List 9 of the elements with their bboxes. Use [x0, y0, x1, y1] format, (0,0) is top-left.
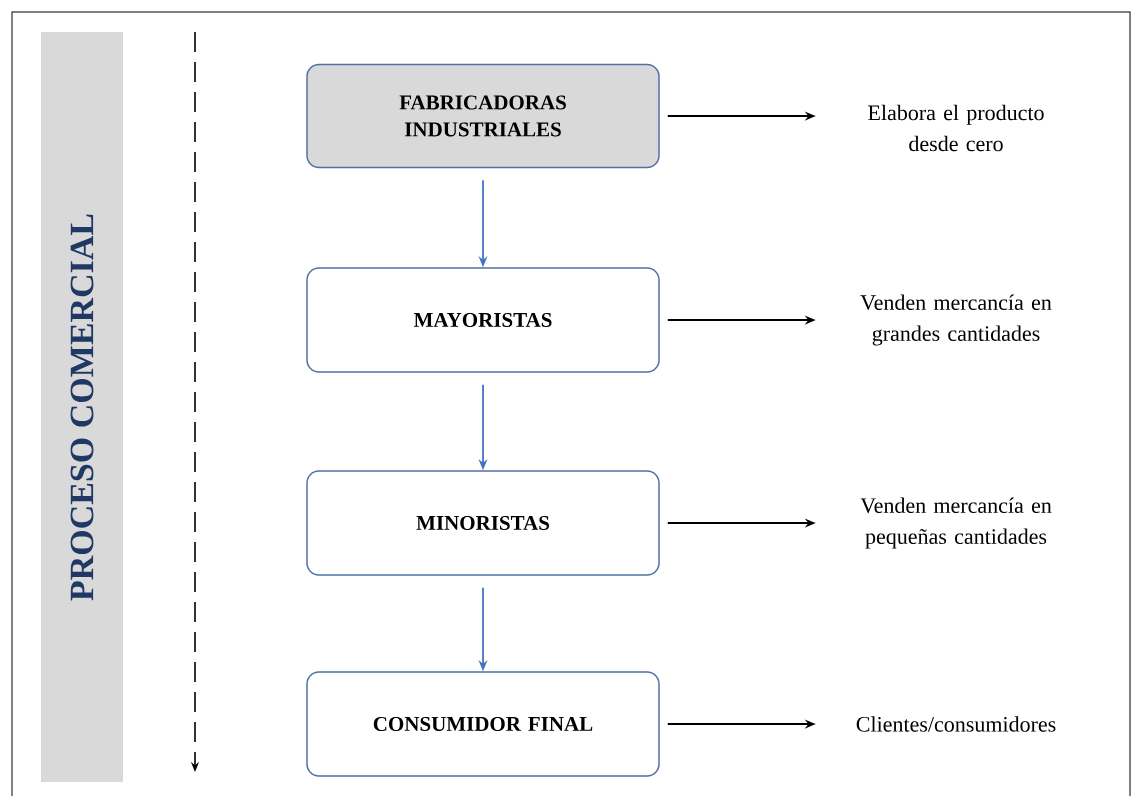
- process-box: MAYORISTAS: [306, 267, 660, 373]
- description-text: Venden mercancía en grandes cantidades: [860, 294, 1052, 346]
- process-box: FABRICADORAS INDUSTRIALES: [306, 63, 660, 169]
- description-text: Elabora el producto desde cero: [868, 104, 1044, 152]
- process-box: MINORISTAS: [306, 470, 660, 576]
- description-text: Venden mercancía en pequeñas cantidades: [860, 497, 1052, 549]
- process-box: CONSUMIDOR FINAL: [306, 671, 660, 777]
- description-text: Clientes/consumidores: [856, 716, 1056, 732]
- side-band: PROCESO COMERCIAL: [41, 32, 123, 782]
